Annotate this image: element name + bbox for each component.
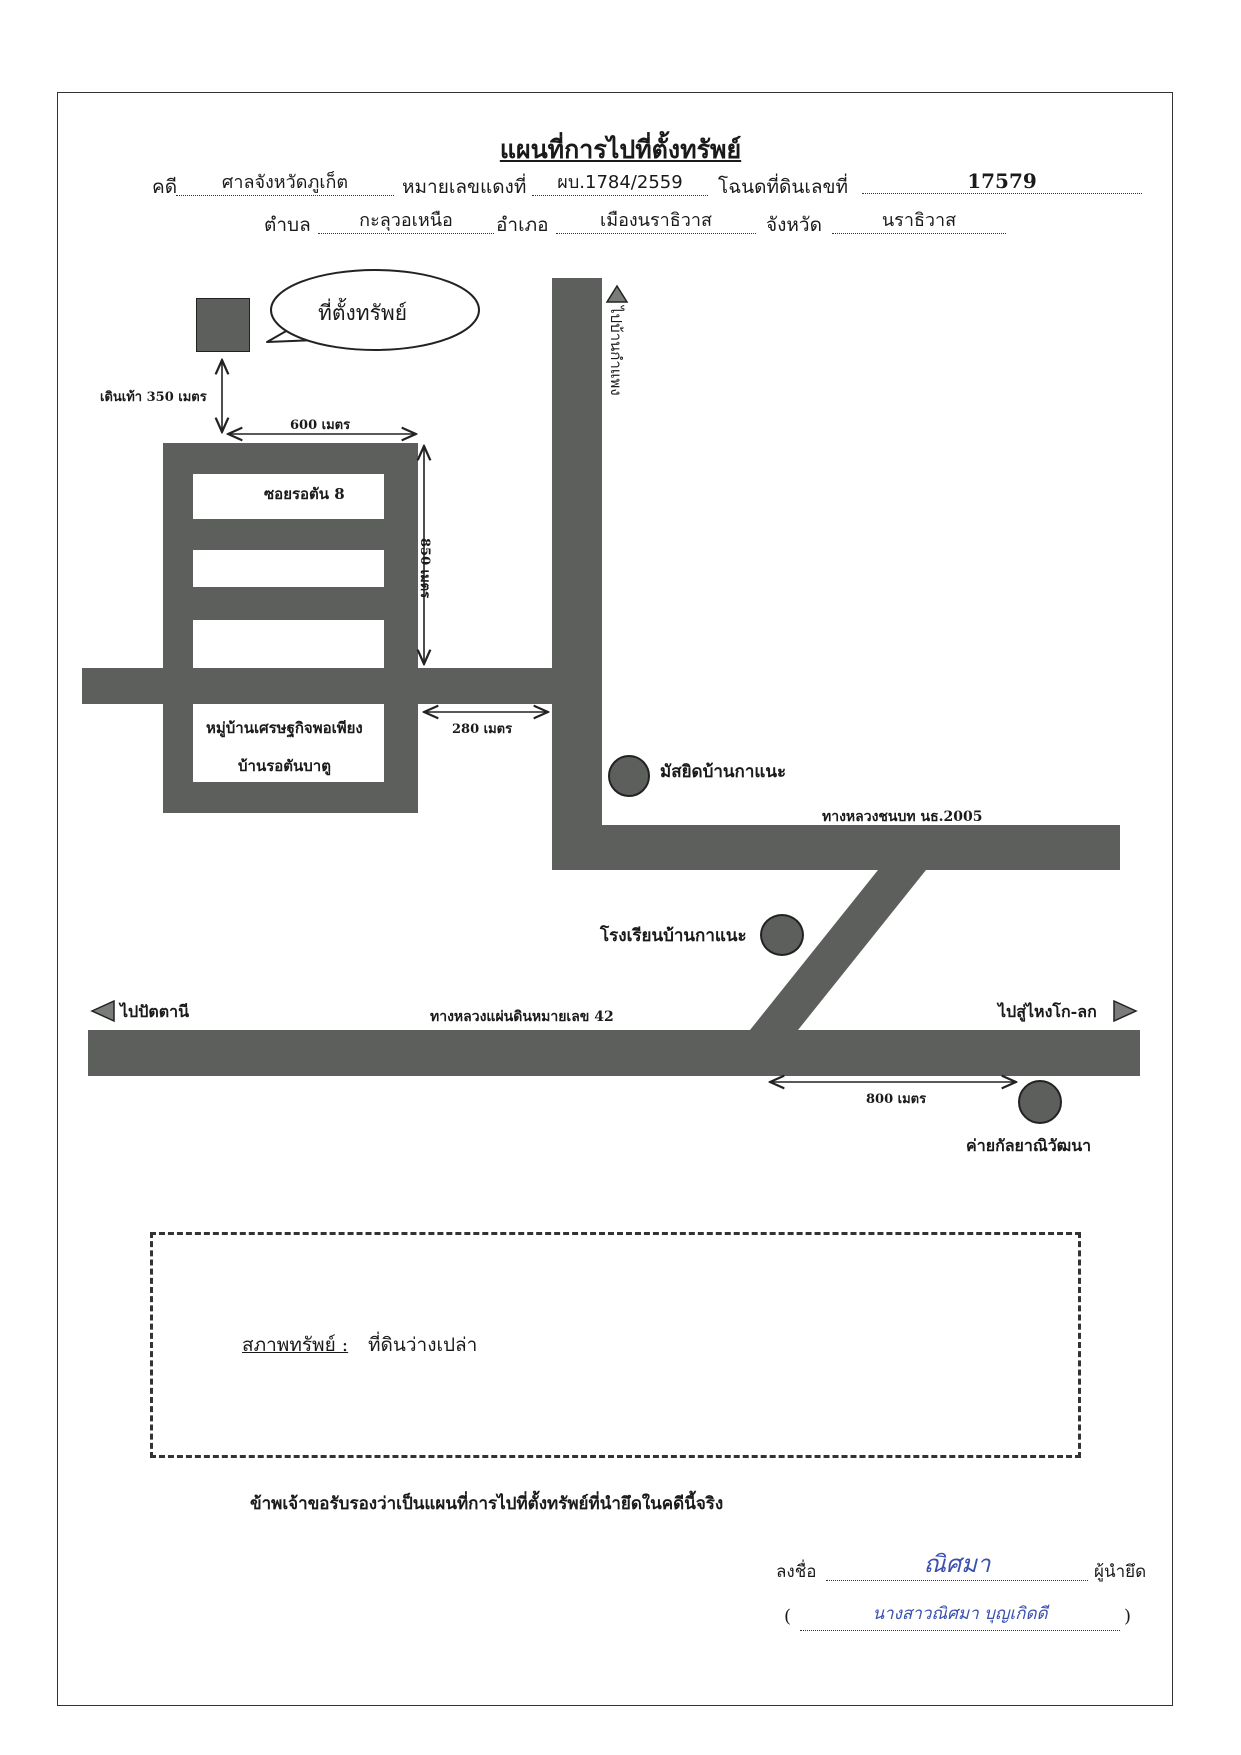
subdistrict-value: กะลุวอเหนือ [318, 209, 494, 234]
village-block-4 [193, 704, 384, 782]
certification-statement: ข้าพเจ้าขอรับรองว่าเป็นแผนที่การไปที่ตั้… [250, 1494, 724, 1514]
arrow-north-icon [605, 284, 629, 303]
case-label: คดี [152, 176, 178, 198]
camp-marker [1018, 1080, 1062, 1124]
mosque-label: มัสยิดบ้านกาแนะ [660, 762, 787, 782]
soi-connector-road [82, 668, 602, 704]
to-pattani-label: ไปปัตตานี [120, 1002, 190, 1021]
north-south-road [552, 278, 602, 870]
open-paren: ( [784, 1606, 792, 1627]
subdistrict-label: ตำบล [264, 214, 311, 236]
distance-850-label: 850 เมตร [417, 538, 432, 599]
distance-280-label: 280 เมตร [452, 722, 513, 737]
condition-box [150, 1232, 1081, 1458]
property-bubble [266, 269, 480, 351]
close-paren: ) [1124, 1606, 1132, 1627]
deed-number-label: โฉนดที่ดินเลขที่ [718, 176, 848, 198]
village-block-1 [193, 474, 384, 519]
rural-road-nt2005 [552, 825, 1120, 870]
village-label-line1: หมู่บ้านเศรษฐกิจพอเพียง [206, 719, 363, 737]
walk-distance-label: เดินเท้า 350 เมตร [100, 390, 207, 405]
case-value: ศาลจังหวัดภูเก็ต [176, 171, 394, 196]
distance-800-label: 800 เมตร [866, 1092, 927, 1107]
signature: ณิศมา [826, 1544, 1088, 1581]
highway-42 [88, 1030, 1140, 1076]
signer-role: ผู้นำยึด [1094, 1562, 1147, 1582]
arrow-east-icon [1113, 999, 1138, 1023]
village-label-line2: บ้านรอตันบาตู [238, 757, 331, 775]
page-border [57, 92, 1173, 1706]
property-marker [196, 298, 250, 352]
red-number-label: หมายเลขแดงที่ [402, 176, 527, 198]
village-block-2 [193, 550, 384, 587]
sign-label: ลงชื่อ [776, 1562, 817, 1582]
arrow-west-icon [90, 999, 115, 1023]
condition-label: สภาพทรัพย์ : [242, 1334, 349, 1356]
property-bubble-label: ที่ตั้งทรัพย์ [318, 301, 408, 325]
red-number-value: ผบ.1784/2559 [532, 171, 708, 196]
school-label: โรงเรียนบ้านกาแนะ [600, 926, 747, 946]
to-sungai-kolok-label: ไปสู่ไหงโก-ลก [998, 1002, 1097, 1021]
mosque-marker [608, 755, 650, 797]
village-block-3 [193, 620, 384, 668]
soi-label: ซอยรอตัน 8 [264, 485, 345, 503]
diagonal-road [750, 870, 926, 1030]
district-label: อำเภอ [496, 214, 549, 236]
district-value: เมืองนราธิวาส [556, 209, 756, 234]
highway-label: ทางหลวงแผ่นดินหมายเลข 42 [430, 1009, 614, 1025]
deed-number-value: 17579 [862, 169, 1142, 194]
condition-value: ที่ดินว่างเปล่า [368, 1334, 478, 1356]
distance-600-label: 600 เมตร [290, 418, 351, 433]
signer-name: นางสาวณิศมา บุญเกิดดี [800, 1600, 1120, 1631]
province-value: นราธิวาส [832, 209, 1006, 234]
camp-label: ค่ายกัลยาณิวัฒนา [966, 1136, 1092, 1155]
document-title: แผนที่การไปที่ตั้งทรัพย์ [499, 135, 742, 164]
school-marker [760, 914, 804, 956]
rural-road-label: ทางหลวงชนบท นธ.2005 [822, 809, 983, 825]
to-north-label: ไปบ้านกำแพง [607, 306, 625, 396]
province-label: จังหวัด [766, 214, 822, 236]
